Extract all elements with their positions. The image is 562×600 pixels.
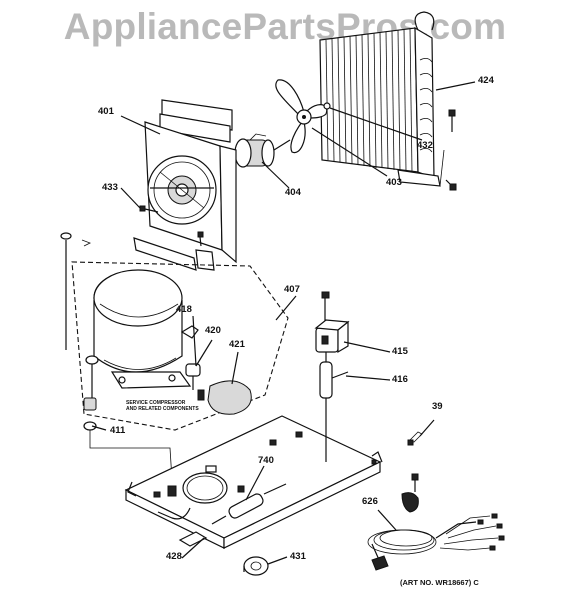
service-compressor-boundary [71,261,289,431]
callout-431: 431 [290,551,306,562]
callout-740: 740 [258,455,274,466]
service-note-line-1: SERVICE COMPRESSOR [126,400,186,406]
callout-403: 403 [386,177,402,188]
service-note: SERVICE COMPRESSOR AND RELATED COMPONENT… [126,400,199,413]
fan-shroud [133,99,237,271]
relay [197,389,205,401]
screw [407,431,423,446]
callout-415: 415 [392,346,408,357]
compressor [93,269,199,389]
callout-39: 39 [432,401,443,412]
callout-407: 407 [284,284,300,295]
callout-416: 416 [392,374,408,385]
callout-401: 401 [98,106,114,117]
condenser-coil [319,11,457,191]
base-pan [124,415,383,549]
callout-404: 404 [285,187,301,198]
overload-protector [185,363,201,390]
refrigerant-tubing [157,418,327,520]
callout-432: 432 [417,140,433,151]
terminal-cover [207,380,252,415]
fan-blade [275,79,331,154]
callout-433: 433 [102,182,118,193]
callout-626: 626 [362,496,378,507]
callout-421: 421 [229,339,245,350]
art-number: (ART NO. WR18667) C [400,578,479,587]
grommet-parts [60,232,173,481]
callout-428: 428 [166,551,182,562]
solenoid-valve [314,291,350,418]
fan-motor [234,133,291,168]
callout-420: 420 [205,325,221,336]
leader-lines [91,81,476,565]
filter-drier [211,483,287,525]
callout-411: 411 [110,425,126,436]
power-cord [367,473,505,571]
mounting-foot [243,556,269,576]
callout-418: 418 [176,304,192,315]
service-note-line-2: AND RELATED COMPONENTS [126,405,199,412]
callout-424: 424 [478,75,494,86]
